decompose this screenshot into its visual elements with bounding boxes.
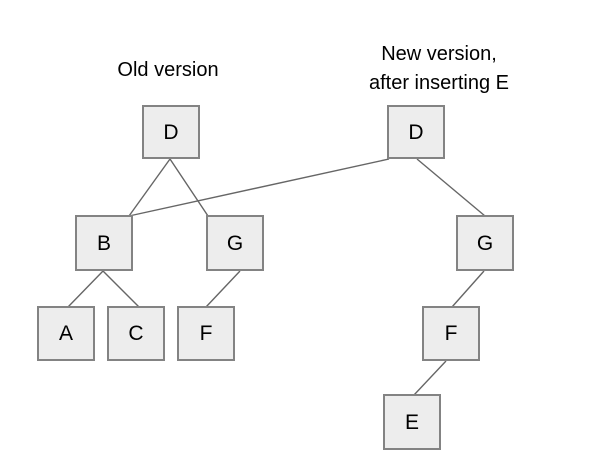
node-label: E	[404, 410, 419, 434]
tree-edge	[128, 158, 171, 217]
tree-edge	[205, 270, 241, 308]
tree-node-old-b[interactable]: B	[75, 215, 133, 271]
caption-new: New version, after inserting E	[368, 43, 510, 94]
node-label: C	[128, 322, 144, 345]
tree-node-old-a[interactable]: A	[37, 306, 95, 361]
tree-node-old-g[interactable]: G	[206, 215, 264, 271]
tree-edge	[169, 158, 209, 217]
caption-old: Old version	[117, 59, 219, 81]
node-label: D	[408, 120, 424, 144]
tree-edge	[128, 158, 390, 217]
tree-edge	[416, 158, 486, 217]
node-label: F	[444, 322, 458, 345]
tree-edge	[451, 270, 485, 308]
node-label: B	[96, 231, 111, 255]
node-label: G	[226, 231, 244, 255]
node-label: G	[476, 231, 494, 255]
tree-node-new-f[interactable]: F	[422, 306, 480, 361]
tree-edge	[413, 360, 447, 396]
tree-node-new-e[interactable]: E	[383, 394, 441, 450]
tree-node-new-d[interactable]: D	[387, 105, 445, 159]
node-label: F	[199, 322, 213, 345]
tree-edge	[102, 270, 140, 308]
tree-node-old-d[interactable]: D	[142, 105, 200, 159]
node-label: A	[58, 322, 73, 345]
tree-node-old-f[interactable]: F	[177, 306, 235, 361]
tree-edge	[67, 270, 104, 308]
tree-node-old-c[interactable]: C	[107, 306, 165, 361]
tree-node-new-g[interactable]: G	[456, 215, 514, 271]
node-label: D	[163, 120, 179, 144]
